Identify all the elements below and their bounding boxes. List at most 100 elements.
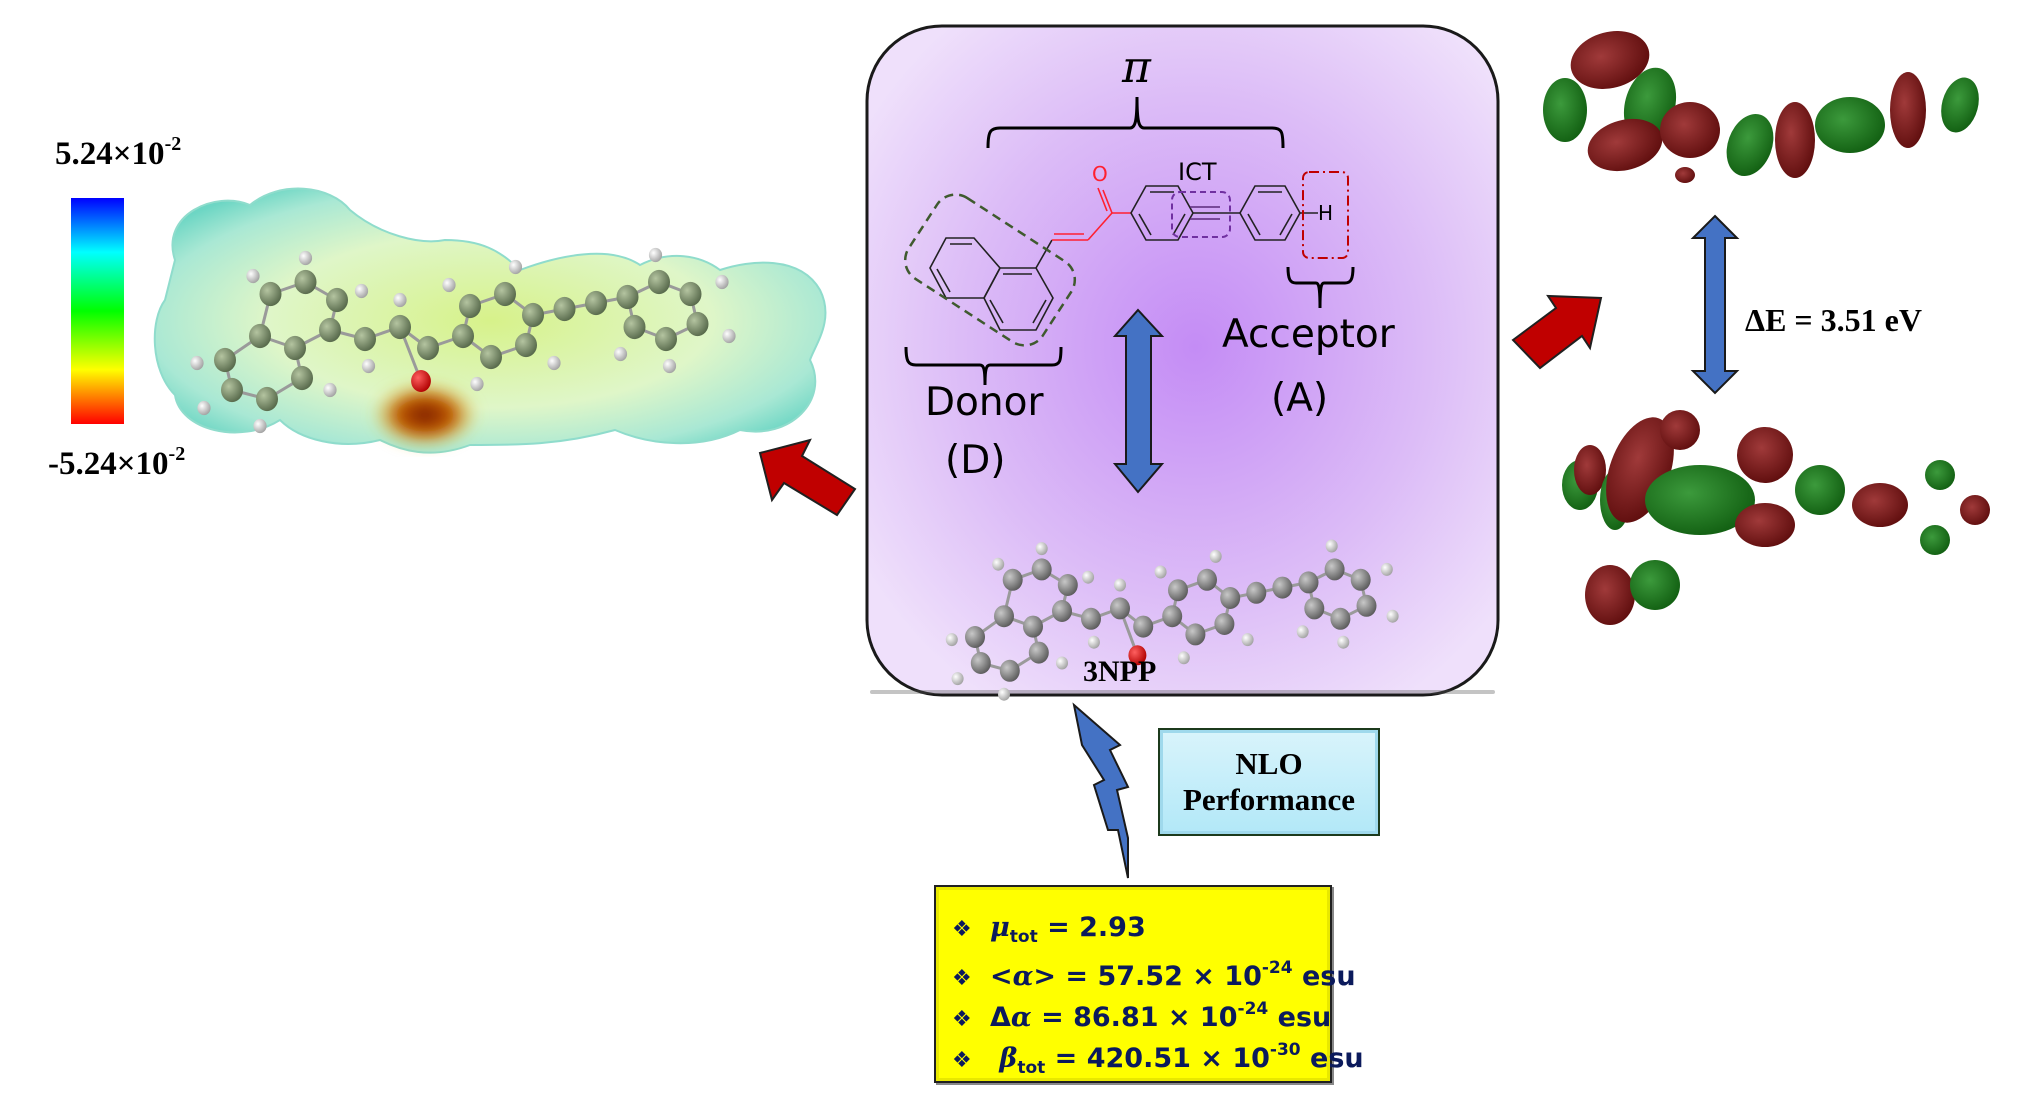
hydrogen-atom — [648, 247, 663, 263]
hydrogen-atom — [1325, 539, 1338, 553]
hydrogen-atom — [1296, 625, 1309, 639]
carbon-atom — [1110, 597, 1130, 620]
carbon-atom — [1197, 568, 1217, 591]
hydrogen-atom — [1154, 565, 1167, 579]
hydrogen-atom-label: H — [1318, 201, 1334, 225]
acceptor-abbr: (A) — [1271, 376, 1329, 421]
carbon-atom — [417, 335, 439, 361]
carbon-atom — [522, 302, 544, 328]
property-prefix: Δ — [990, 1002, 1011, 1033]
carbon-atom — [1023, 615, 1043, 638]
ball-and-stick-molecule — [945, 539, 1399, 701]
phenyl-ring-2 — [1239, 185, 1318, 241]
carbon-atom — [294, 269, 317, 295]
orbital-lobe-positive — [1585, 565, 1635, 625]
hydrogen-atom — [945, 633, 958, 647]
donor-dashed-box — [903, 193, 1077, 347]
carbon-atom — [1031, 558, 1052, 581]
red-arrow-to-orbitals — [1511, 294, 1603, 370]
property-exponent: -30 — [1269, 1040, 1301, 1060]
carbon-atom — [480, 344, 502, 370]
donor-label: Donor — [925, 380, 1044, 425]
center-panel-background — [865, 24, 1500, 697]
hydrogen-atom — [1177, 651, 1190, 665]
carbon-atom — [452, 323, 474, 349]
colorbar — [71, 198, 124, 424]
carbon-atom — [616, 284, 639, 310]
property-exponent: -24 — [1237, 999, 1269, 1019]
carbon-atom — [221, 377, 243, 403]
nlo-title-line2: Performance — [1182, 782, 1356, 817]
acceptor-brace — [1286, 266, 1355, 309]
enone-chain — [1052, 187, 1131, 241]
orbital-lobe-positive — [1852, 483, 1908, 527]
carbon-atom — [1028, 641, 1049, 664]
orbital-lobe-negative — [1543, 78, 1587, 142]
colorbar-max-value: 5.24×10 — [55, 136, 165, 172]
property-symbol: μ — [990, 912, 1010, 943]
hydrogen-atom — [361, 358, 376, 374]
mep-surface — [153, 187, 827, 454]
carbon-atom — [994, 605, 1014, 628]
carbon-atom — [970, 652, 991, 674]
hydrogen-atom — [992, 557, 1005, 571]
orbital-lobe-positive — [1570, 31, 1650, 89]
orbital-lobe-negative — [1645, 465, 1755, 535]
donor-abbr: (D) — [945, 438, 1006, 483]
lightning-bolt-icon — [1072, 702, 1130, 879]
carbon-atom — [319, 317, 341, 343]
property-prefix — [990, 1043, 999, 1074]
hydrogen-atom — [323, 382, 337, 398]
carbon-atom — [1304, 597, 1325, 620]
carbon-atom — [1350, 568, 1371, 591]
carbon-atom — [326, 287, 348, 313]
colorbar-min-value: -5.24×10 — [48, 446, 169, 482]
carbon-atom — [1246, 581, 1267, 604]
property-row-dipole: ❖μtot = 2.93 — [952, 907, 1330, 948]
orbital-lobe-negative — [1920, 525, 1950, 555]
hydrogen-atom — [197, 400, 211, 416]
ict-dashed-box — [1171, 191, 1231, 238]
hydrogen-atom — [1386, 609, 1399, 623]
carbon-atom — [1081, 607, 1101, 630]
orbital-lobe-positive — [1737, 427, 1793, 483]
property-symbol: α — [1010, 1002, 1032, 1033]
diamond-bullet-icon: ❖ — [952, 1048, 972, 1073]
hydrogen-atom — [662, 358, 677, 374]
center-panel — [865, 24, 1500, 701]
property-symbol: β — [999, 1043, 1018, 1074]
orbital-lobe-positive — [1587, 118, 1663, 172]
red-arrow-to-mep — [758, 438, 857, 517]
property-row-hyperpolarizability: ❖ βtot = 420.51 × 10-30 esu — [952, 1030, 1364, 1078]
property-subscript: tot — [1017, 1058, 1046, 1078]
hydrogen-atom — [1114, 578, 1126, 592]
hydrogen-atom — [470, 376, 484, 392]
colorbar-max-label: 5.24×10-2 — [55, 133, 181, 173]
pi-brace — [986, 96, 1285, 149]
skeletal-structure — [929, 185, 1318, 331]
diamond-bullet-icon: ❖ — [952, 917, 972, 942]
carbon-atom — [1324, 558, 1345, 581]
carbon-atom — [648, 269, 670, 295]
hydrogen-atom — [613, 346, 628, 362]
hydrogen-atom — [354, 283, 369, 299]
carbon-atom — [1168, 579, 1188, 602]
center-double-arrow — [1112, 308, 1165, 494]
carbon-atom — [291, 365, 313, 391]
carbon-atom — [1057, 574, 1078, 596]
hydrogen-atom — [1241, 633, 1254, 647]
hydrogen-atom — [998, 687, 1010, 701]
acceptor-label: Acceptor — [1222, 312, 1395, 357]
hydrogen-atom — [1087, 635, 1100, 649]
hydrogen-atom — [246, 268, 260, 284]
carbon-atom — [1002, 568, 1023, 591]
property-value: = 420.51 × 10 — [1045, 1043, 1270, 1074]
acceptor-dashed-box — [1302, 171, 1349, 259]
oxygen-atom-label: O — [1092, 162, 1108, 186]
carbon-atom — [256, 386, 278, 412]
carbon-atom — [354, 326, 376, 352]
carbon-atom — [1214, 613, 1235, 635]
colorbar-max-exponent: -2 — [164, 133, 182, 155]
hydrogen-atom — [715, 274, 729, 290]
colorbar-min-exponent: -2 — [168, 443, 186, 465]
